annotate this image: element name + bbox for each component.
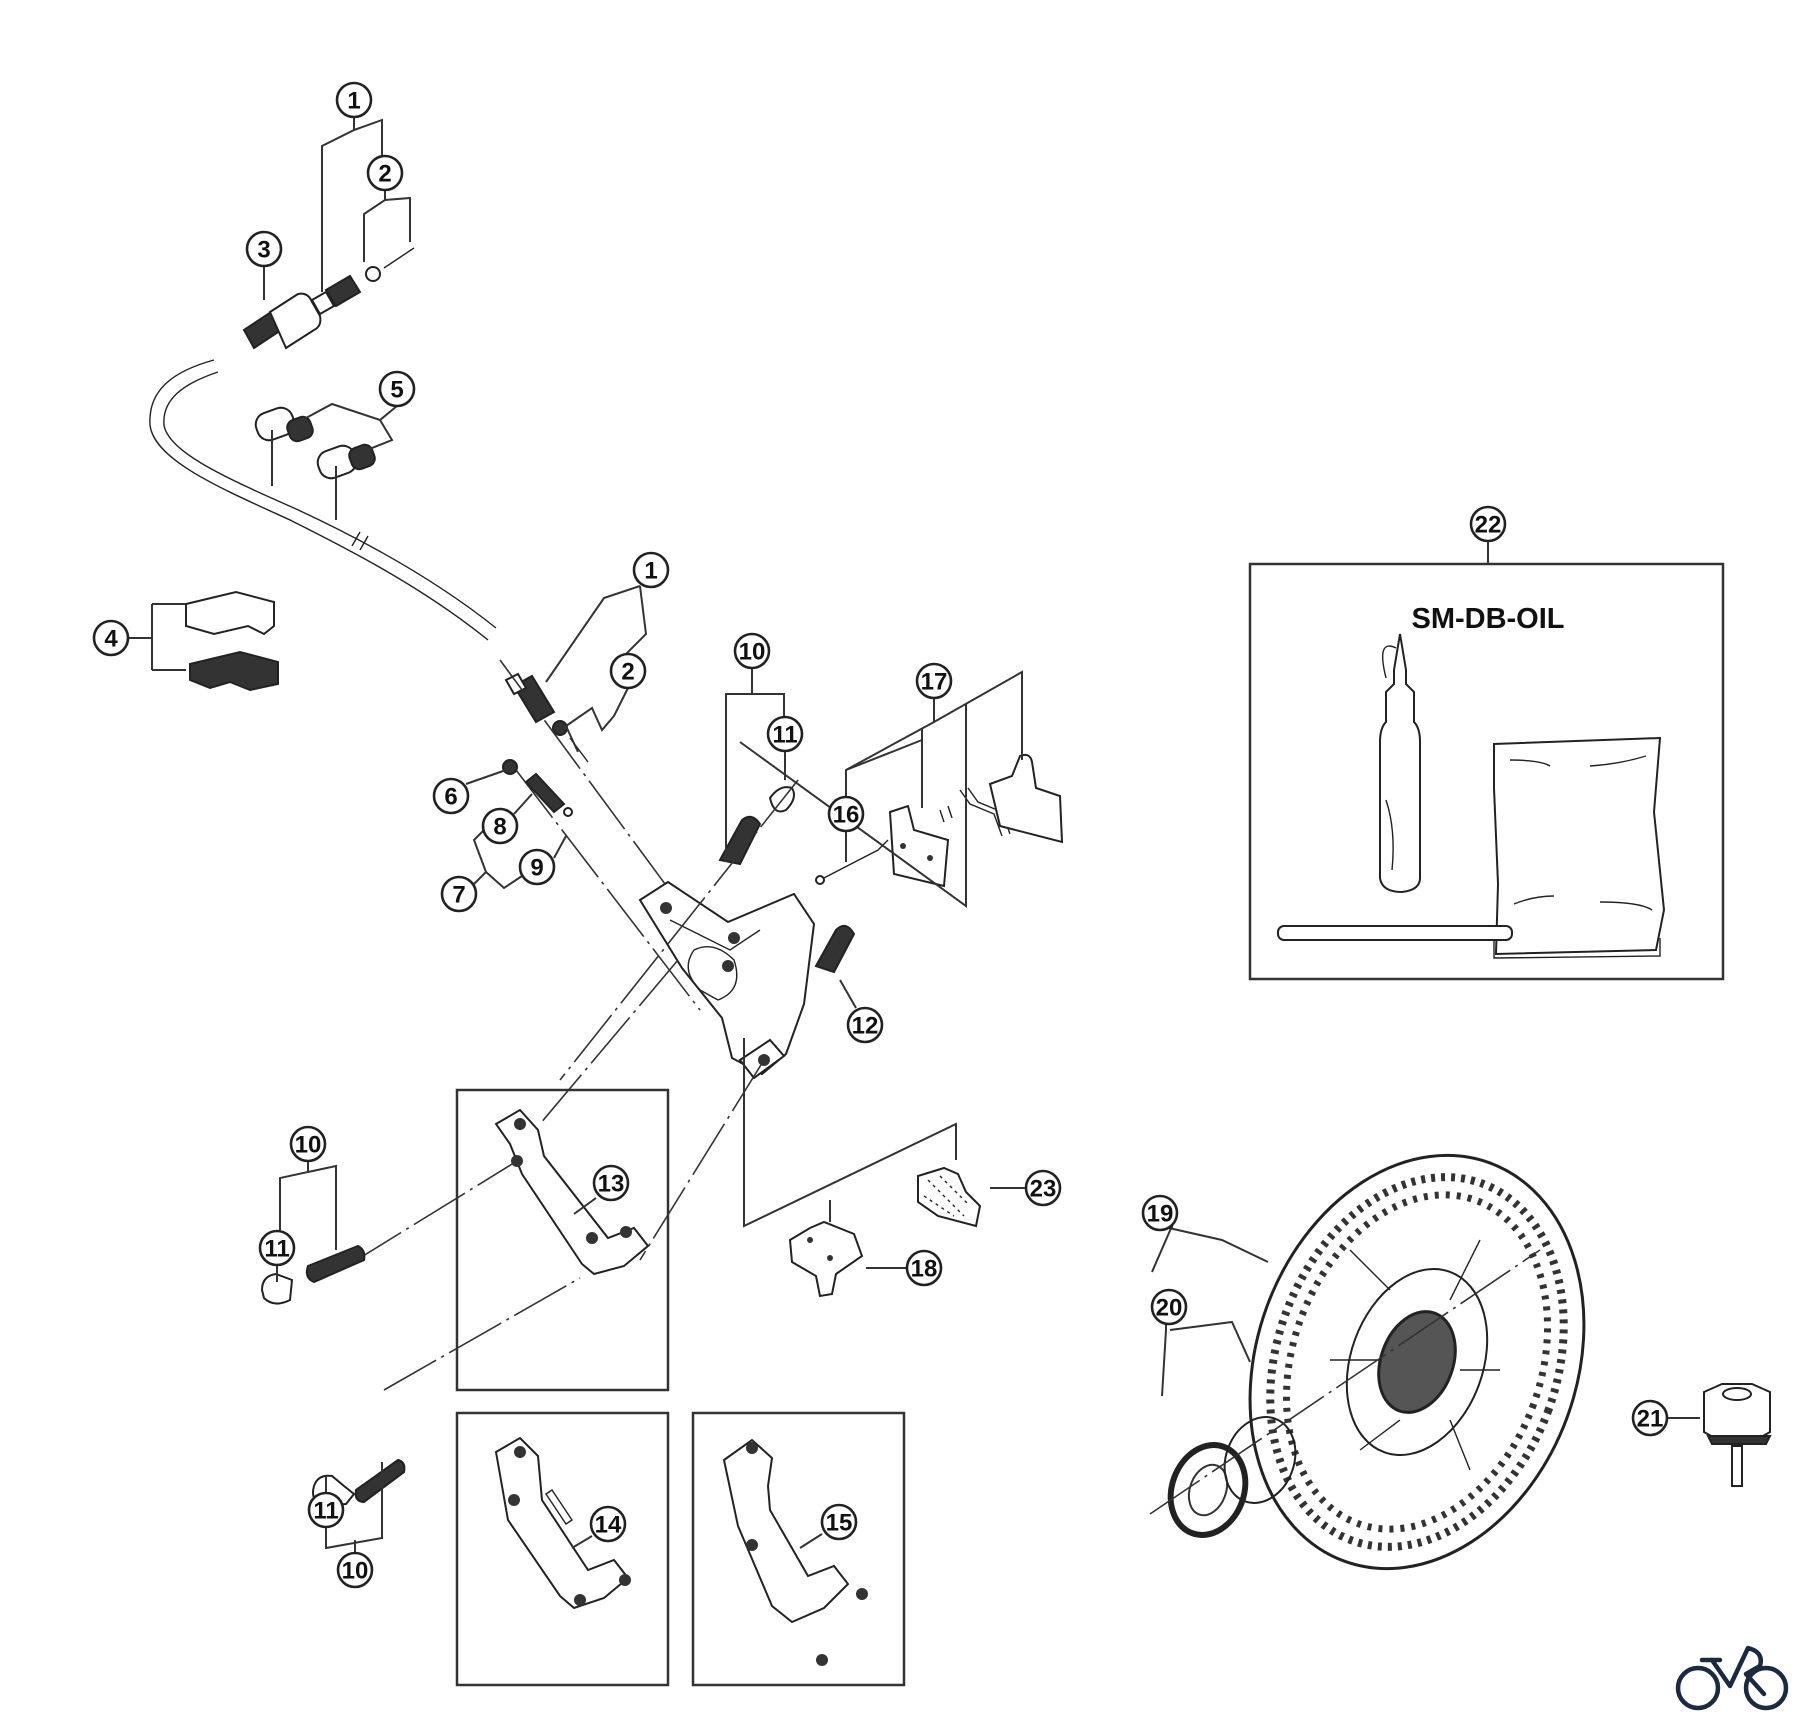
svg-text:23: 23	[1030, 1176, 1057, 1203]
svg-text:16: 16	[833, 802, 860, 829]
callout-1-top: 1	[335, 81, 373, 119]
callout-11-left: 11	[258, 1229, 296, 1267]
callout-12: 12	[846, 1006, 884, 1044]
svg-text:11: 11	[264, 1236, 289, 1263]
adapter-14-box	[455, 1411, 670, 1687]
part-5-hose-clamps	[254, 406, 376, 480]
part-4-hose-guide	[185, 590, 279, 692]
svg-text:2: 2	[378, 161, 391, 188]
callout-4: 4	[92, 619, 130, 657]
part-6-8-9-bleed-parts	[502, 759, 573, 817]
svg-text:10: 10	[295, 1132, 322, 1159]
callout-16: 16	[827, 795, 865, 833]
svg-text:1: 1	[347, 88, 360, 115]
callout-2-mid: 2	[609, 652, 647, 690]
callout-19: 19	[1141, 1194, 1179, 1232]
callout-6: 6	[432, 777, 470, 815]
callout-10-bottom: 10	[336, 1551, 374, 1589]
svg-text:17: 17	[921, 669, 948, 696]
callout-17: 17	[915, 662, 953, 700]
oil-bottle	[1379, 633, 1421, 894]
svg-text:14: 14	[595, 1512, 622, 1539]
callout-15: 15	[820, 1503, 858, 1541]
svg-text:19: 19	[1147, 1201, 1174, 1228]
svg-text:4: 4	[104, 626, 118, 653]
part-18-bleed-block	[788, 1220, 864, 1298]
part-17-brake-pads	[888, 753, 1064, 888]
part-23-pad-spacer	[917, 1166, 982, 1228]
part-1-connecting-bolt-caliper	[504, 672, 589, 763]
part-16-pad-pin	[815, 839, 889, 885]
callout-13: 13	[592, 1164, 630, 1202]
callout-2-top: 2	[366, 154, 404, 192]
bicycle-logo-icon	[1675, 1645, 1789, 1711]
svg-text:1: 1	[644, 558, 657, 585]
part-3-hose-cover	[242, 292, 322, 350]
leader-lines	[128, 117, 1700, 1553]
callout-5: 5	[378, 370, 416, 408]
callout-21: 21	[1631, 1399, 1669, 1437]
svg-text:11: 11	[772, 722, 797, 749]
callout-1-mid: 1	[632, 551, 670, 589]
svg-text:10: 10	[342, 1558, 369, 1585]
part-14-mount-adapter	[494, 1436, 631, 1610]
part-20-lockring	[1167, 1416, 1297, 1538]
callout-11-bottom: 11	[307, 1491, 345, 1529]
svg-text:6: 6	[444, 784, 457, 811]
oil-bag	[1493, 736, 1666, 956]
adapter-15-box	[691, 1411, 906, 1687]
part-19-disc-rotor	[1248, 1153, 1586, 1571]
part-12-pad-pin-bolt	[814, 924, 856, 974]
callout-7: 7	[440, 875, 478, 913]
svg-text:12: 12	[852, 1013, 879, 1040]
callout-10-left: 10	[289, 1125, 327, 1163]
brake-hose	[149, 359, 497, 641]
svg-text:18: 18	[911, 1256, 938, 1283]
svg-text:21: 21	[1637, 1406, 1664, 1433]
svg-text:22: 22	[1475, 512, 1502, 539]
callout-8: 8	[481, 807, 519, 845]
svg-text:15: 15	[826, 1510, 853, 1537]
part-15-mount-adapter	[722, 1438, 868, 1666]
svg-text:9: 9	[530, 855, 543, 882]
callout-20: 20	[1150, 1288, 1188, 1326]
svg-text:3: 3	[257, 237, 270, 264]
part-1-connecting-bolt-top	[310, 247, 415, 316]
caliper-body	[638, 880, 816, 1080]
callout-9: 9	[518, 848, 556, 886]
callout-14: 14	[589, 1505, 627, 1543]
oil-kit-label: SM-DB-OIL	[1411, 603, 1564, 635]
oil-kit-box	[1248, 562, 1725, 981]
svg-text:10: 10	[739, 639, 766, 666]
part-21-lockring-tool	[1703, 1383, 1772, 1487]
callout-3: 3	[245, 230, 283, 268]
callout-11-mid: 11	[766, 715, 804, 753]
svg-text:2: 2	[621, 659, 634, 686]
callout-18: 18	[905, 1249, 943, 1287]
oil-funnel-tube	[1277, 925, 1661, 959]
svg-text:13: 13	[598, 1171, 625, 1198]
part-10-11-mounting-bolt-left	[260, 1244, 366, 1305]
callout-10-mid: 10	[733, 632, 771, 670]
callout-22: 22	[1469, 505, 1507, 543]
callout-23: 23	[1024, 1169, 1062, 1207]
svg-text:20: 20	[1156, 1295, 1183, 1322]
svg-text:11: 11	[313, 1498, 338, 1525]
svg-text:8: 8	[493, 814, 506, 841]
svg-text:5: 5	[390, 377, 403, 404]
svg-text:7: 7	[452, 882, 465, 909]
adapter-13-box	[455, 1088, 670, 1392]
